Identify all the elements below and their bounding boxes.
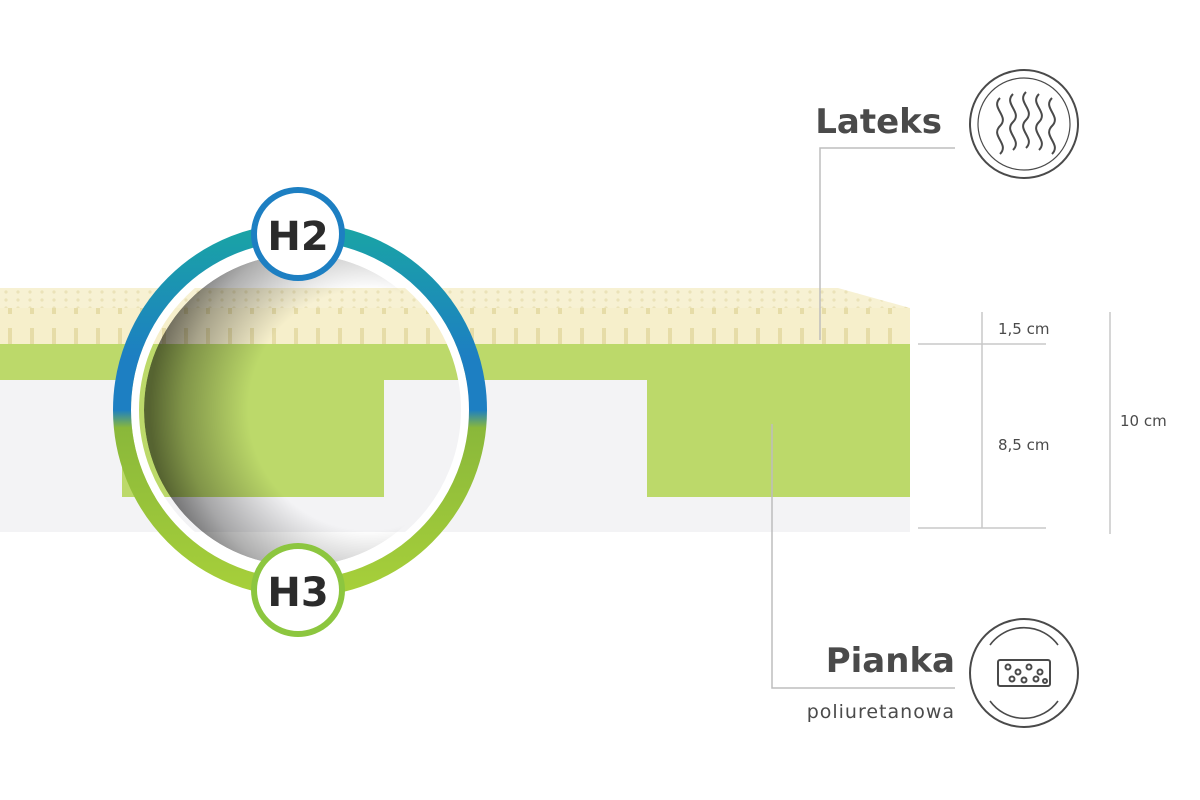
foam-icon <box>969 618 1079 728</box>
foam-thickness-label: 8,5 cm <box>998 436 1049 454</box>
latex-title: Lateks <box>815 102 942 142</box>
firmness-badge-upper: H2 <box>251 187 345 281</box>
latex-leader-line <box>819 147 955 340</box>
foam-zone-right <box>647 380 910 497</box>
foam-title: Pianka <box>826 641 955 681</box>
foam-subtitle: poliuretanowa <box>807 701 955 723</box>
waves-icon <box>969 69 1079 179</box>
total-height-label: 10 cm <box>1120 412 1167 430</box>
firmness-badge-lower: H3 <box>251 543 345 637</box>
firmness-lower-label: H3 <box>267 570 328 616</box>
foam-leader-line <box>771 424 955 689</box>
latex-thickness-label: 1,5 cm <box>998 320 1049 338</box>
firmness-ring <box>113 223 487 597</box>
dimension-lines <box>918 312 1111 534</box>
firmness-upper-label: H2 <box>267 214 328 260</box>
leader-lines <box>771 147 955 689</box>
